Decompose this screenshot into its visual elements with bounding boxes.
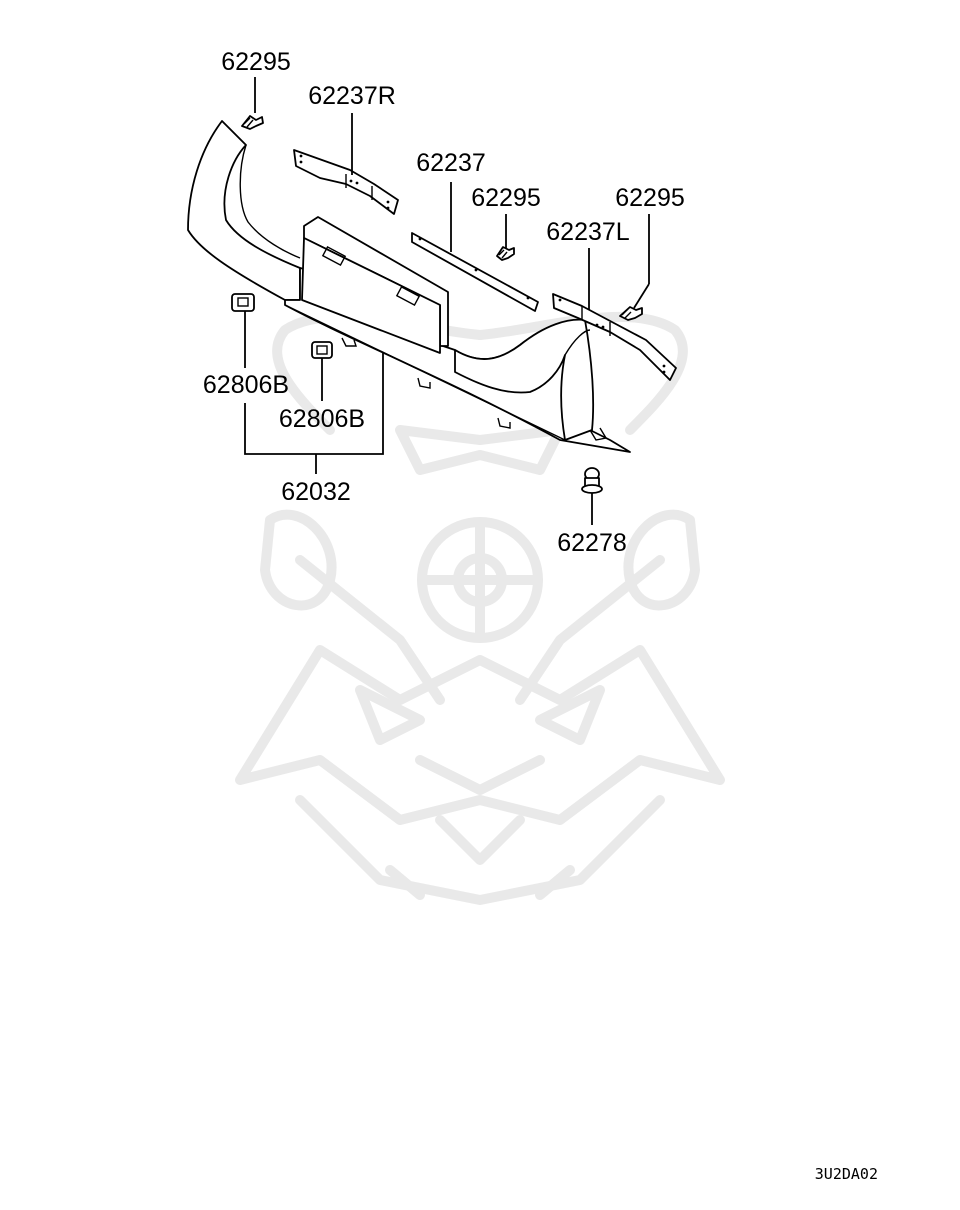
leader-lines xyxy=(244,77,650,525)
screw-62295-right xyxy=(619,306,643,321)
bracket-62237 xyxy=(411,232,539,312)
watermark-emblem xyxy=(235,311,725,905)
bracket-62237r xyxy=(293,149,399,215)
bracket-62237l xyxy=(552,293,677,381)
fastener-62278 xyxy=(581,467,603,494)
label-62237l: 62237L xyxy=(546,218,630,246)
clip-62806b-outer xyxy=(231,293,255,312)
label-62295-top-left: 62295 xyxy=(221,48,291,76)
label-62237r: 62237R xyxy=(308,82,396,110)
label-62295-right: 62295 xyxy=(615,184,685,212)
screw-62295-center xyxy=(496,246,515,261)
clip-62806b-inner xyxy=(311,341,333,359)
label-62032: 62032 xyxy=(281,478,351,506)
screw-62295-top-left xyxy=(241,115,264,130)
label-62806b-outer: 62806B xyxy=(203,371,289,399)
trim-panel xyxy=(187,120,631,453)
label-62806b-inner: 62806B xyxy=(279,405,365,433)
diagram-code: 3U2DA02 xyxy=(815,1165,878,1183)
label-62295-center: 62295 xyxy=(471,184,541,212)
label-62237: 62237 xyxy=(416,149,486,177)
label-62278: 62278 xyxy=(557,529,627,557)
